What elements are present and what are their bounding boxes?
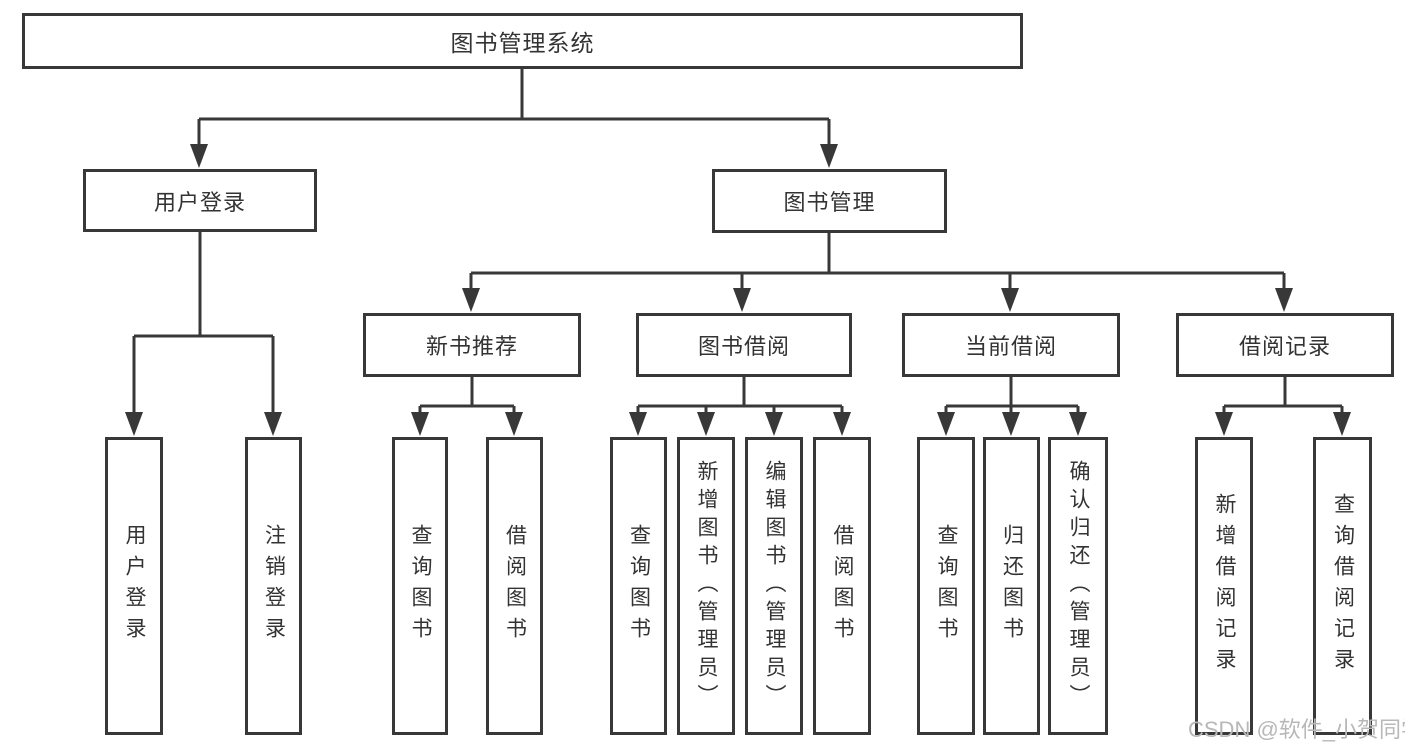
leaf-logout-label: 注销登录 bbox=[262, 524, 286, 648]
leaf-borrowing-edit-books-admin-label: 编辑图书（管理员） bbox=[763, 460, 786, 712]
node-root-system: 图书管理系统 bbox=[22, 13, 1023, 69]
node-book-borrowing: 图书借阅 bbox=[636, 313, 852, 377]
leaf-current-query-books: 查询图书 bbox=[917, 437, 975, 735]
leaf-records-add-record: 新增借阅记录 bbox=[1195, 437, 1253, 735]
leaf-current-return-books-label: 归还图书 bbox=[1000, 524, 1024, 648]
node-new-book-recommend: 新书推荐 bbox=[363, 313, 581, 377]
node-borrowing-records: 借阅记录 bbox=[1176, 313, 1394, 377]
leaf-user-login: 用户登录 bbox=[105, 437, 163, 735]
node-book-management: 图书管理 bbox=[712, 169, 947, 233]
leaf-logout: 注销登录 bbox=[245, 437, 302, 735]
leaf-records-add-record-label: 新增借阅记录 bbox=[1213, 493, 1236, 679]
leaf-current-query-books-label: 查询图书 bbox=[935, 524, 958, 648]
leaf-borrowing-query-books: 查询图书 bbox=[610, 437, 667, 735]
leaf-current-return-books: 归还图书 bbox=[983, 437, 1040, 735]
leaf-recommend-query-books-label: 查询图书 bbox=[409, 524, 432, 648]
leaf-borrowing-borrow-books-label: 借阅图书 bbox=[831, 524, 854, 648]
leaf-current-confirm-return-admin: 确认归还（管理员） bbox=[1048, 437, 1108, 735]
leaf-user-login-label: 用户登录 bbox=[123, 524, 146, 648]
leaf-records-query-record: 查询借阅记录 bbox=[1313, 437, 1372, 735]
leaf-borrowing-query-books-label: 查询图书 bbox=[627, 524, 651, 648]
leaf-current-confirm-return-admin-label: 确认归还（管理员） bbox=[1067, 460, 1090, 712]
node-user-login: 用户登录 bbox=[83, 169, 317, 232]
leaf-recommend-borrow-books-label: 借阅图书 bbox=[503, 524, 527, 648]
leaf-borrowing-borrow-books: 借阅图书 bbox=[813, 437, 871, 735]
watermark: CSDN @软件_小贺同学 bbox=[1188, 717, 1405, 742]
leaf-recommend-borrow-books: 借阅图书 bbox=[486, 437, 543, 735]
leaf-records-query-record-label: 查询借阅记录 bbox=[1331, 493, 1355, 679]
leaf-borrowing-add-books-admin: 新增图书（管理员） bbox=[677, 437, 735, 735]
leaf-borrowing-add-books-admin-label: 新增图书（管理员） bbox=[695, 460, 718, 712]
leaf-recommend-query-books: 查询图书 bbox=[392, 437, 448, 735]
leaf-borrowing-edit-books-admin: 编辑图书（管理员） bbox=[745, 437, 803, 735]
node-current-borrowing: 当前借阅 bbox=[902, 313, 1120, 377]
